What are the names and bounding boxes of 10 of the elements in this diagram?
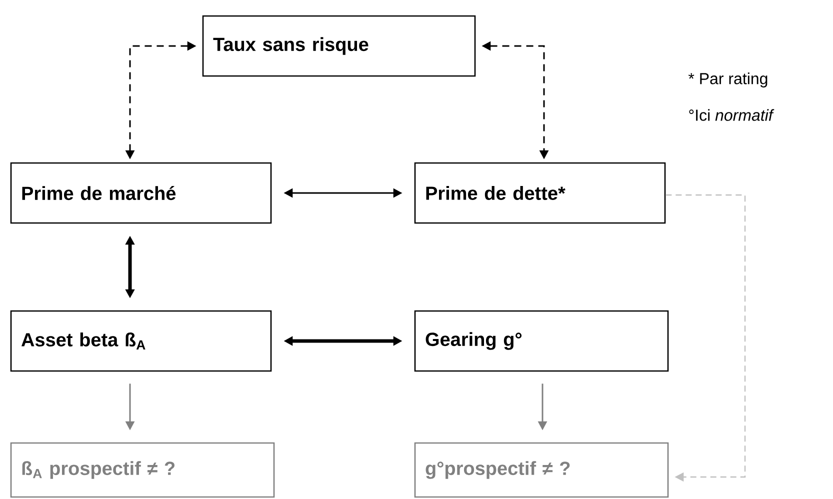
process-box: Asset beta ß$_{A}$: [10, 310, 272, 372]
process-box: Taux sans risque: [202, 15, 476, 77]
connector: [666, 194, 746, 482]
process-box: Gearing g°: [414, 310, 669, 372]
process-box: Prime de marché: [10, 162, 272, 224]
note: * Par rating: [688, 72, 768, 88]
result-box: ß$_{A}$ prospectif ≠ ?: [10, 442, 275, 498]
result-box: g°prospectif ≠ ?: [414, 442, 669, 498]
process-box: Prime de dette*: [414, 162, 666, 224]
note: °Ici normatif: [689, 109, 774, 121]
